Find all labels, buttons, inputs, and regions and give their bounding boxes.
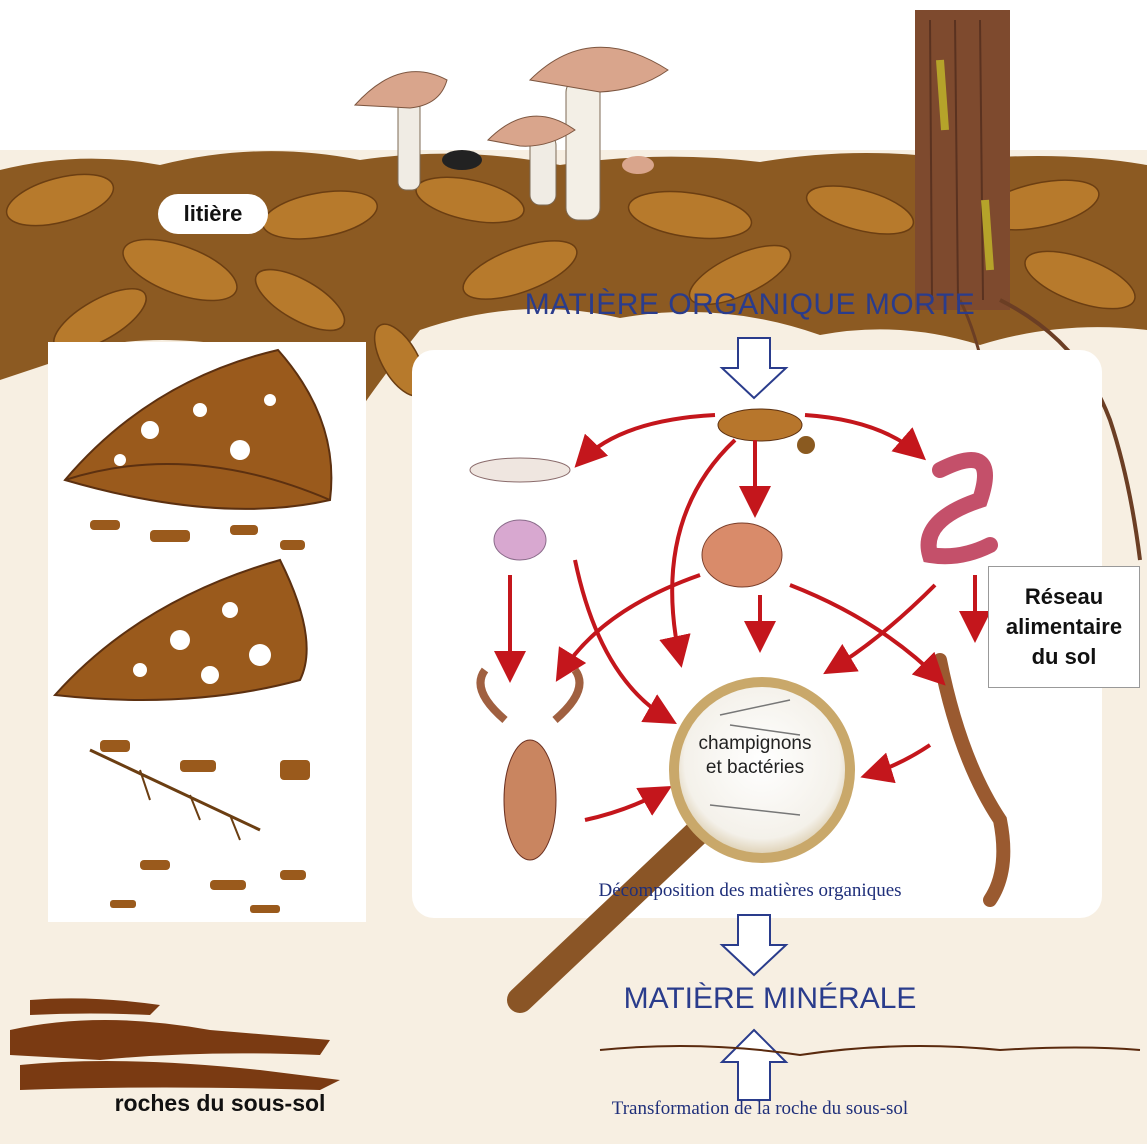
bedrock-label: roches du sous-sol: [90, 1090, 350, 1117]
reseau-line-3: du sol: [1032, 642, 1097, 672]
dead-organic-matter-title: MATIÈRE ORGANIQUE MORTE: [470, 288, 1030, 322]
reseau-line-1: Réseau: [1025, 582, 1103, 612]
leaf-decomposition-panel: [48, 342, 366, 922]
fungi-bacteria-label: champignons et bactéries: [680, 732, 830, 780]
decomposition-caption: Décomposition des matières organiques: [470, 880, 1030, 902]
mineral-matter-title: MATIÈRE MINÉRALE: [560, 982, 980, 1016]
soil-food-web-label: Réseau alimentaire du sol: [988, 566, 1140, 688]
champ-line-1: champignons: [680, 732, 830, 756]
reseau-line-2: alimentaire: [1006, 612, 1122, 642]
litter-label: litière: [158, 194, 268, 234]
champ-line-2: et bactéries: [680, 756, 830, 780]
rock-transformation-caption: Transformation de la roche du sous-sol: [520, 1098, 1000, 1120]
